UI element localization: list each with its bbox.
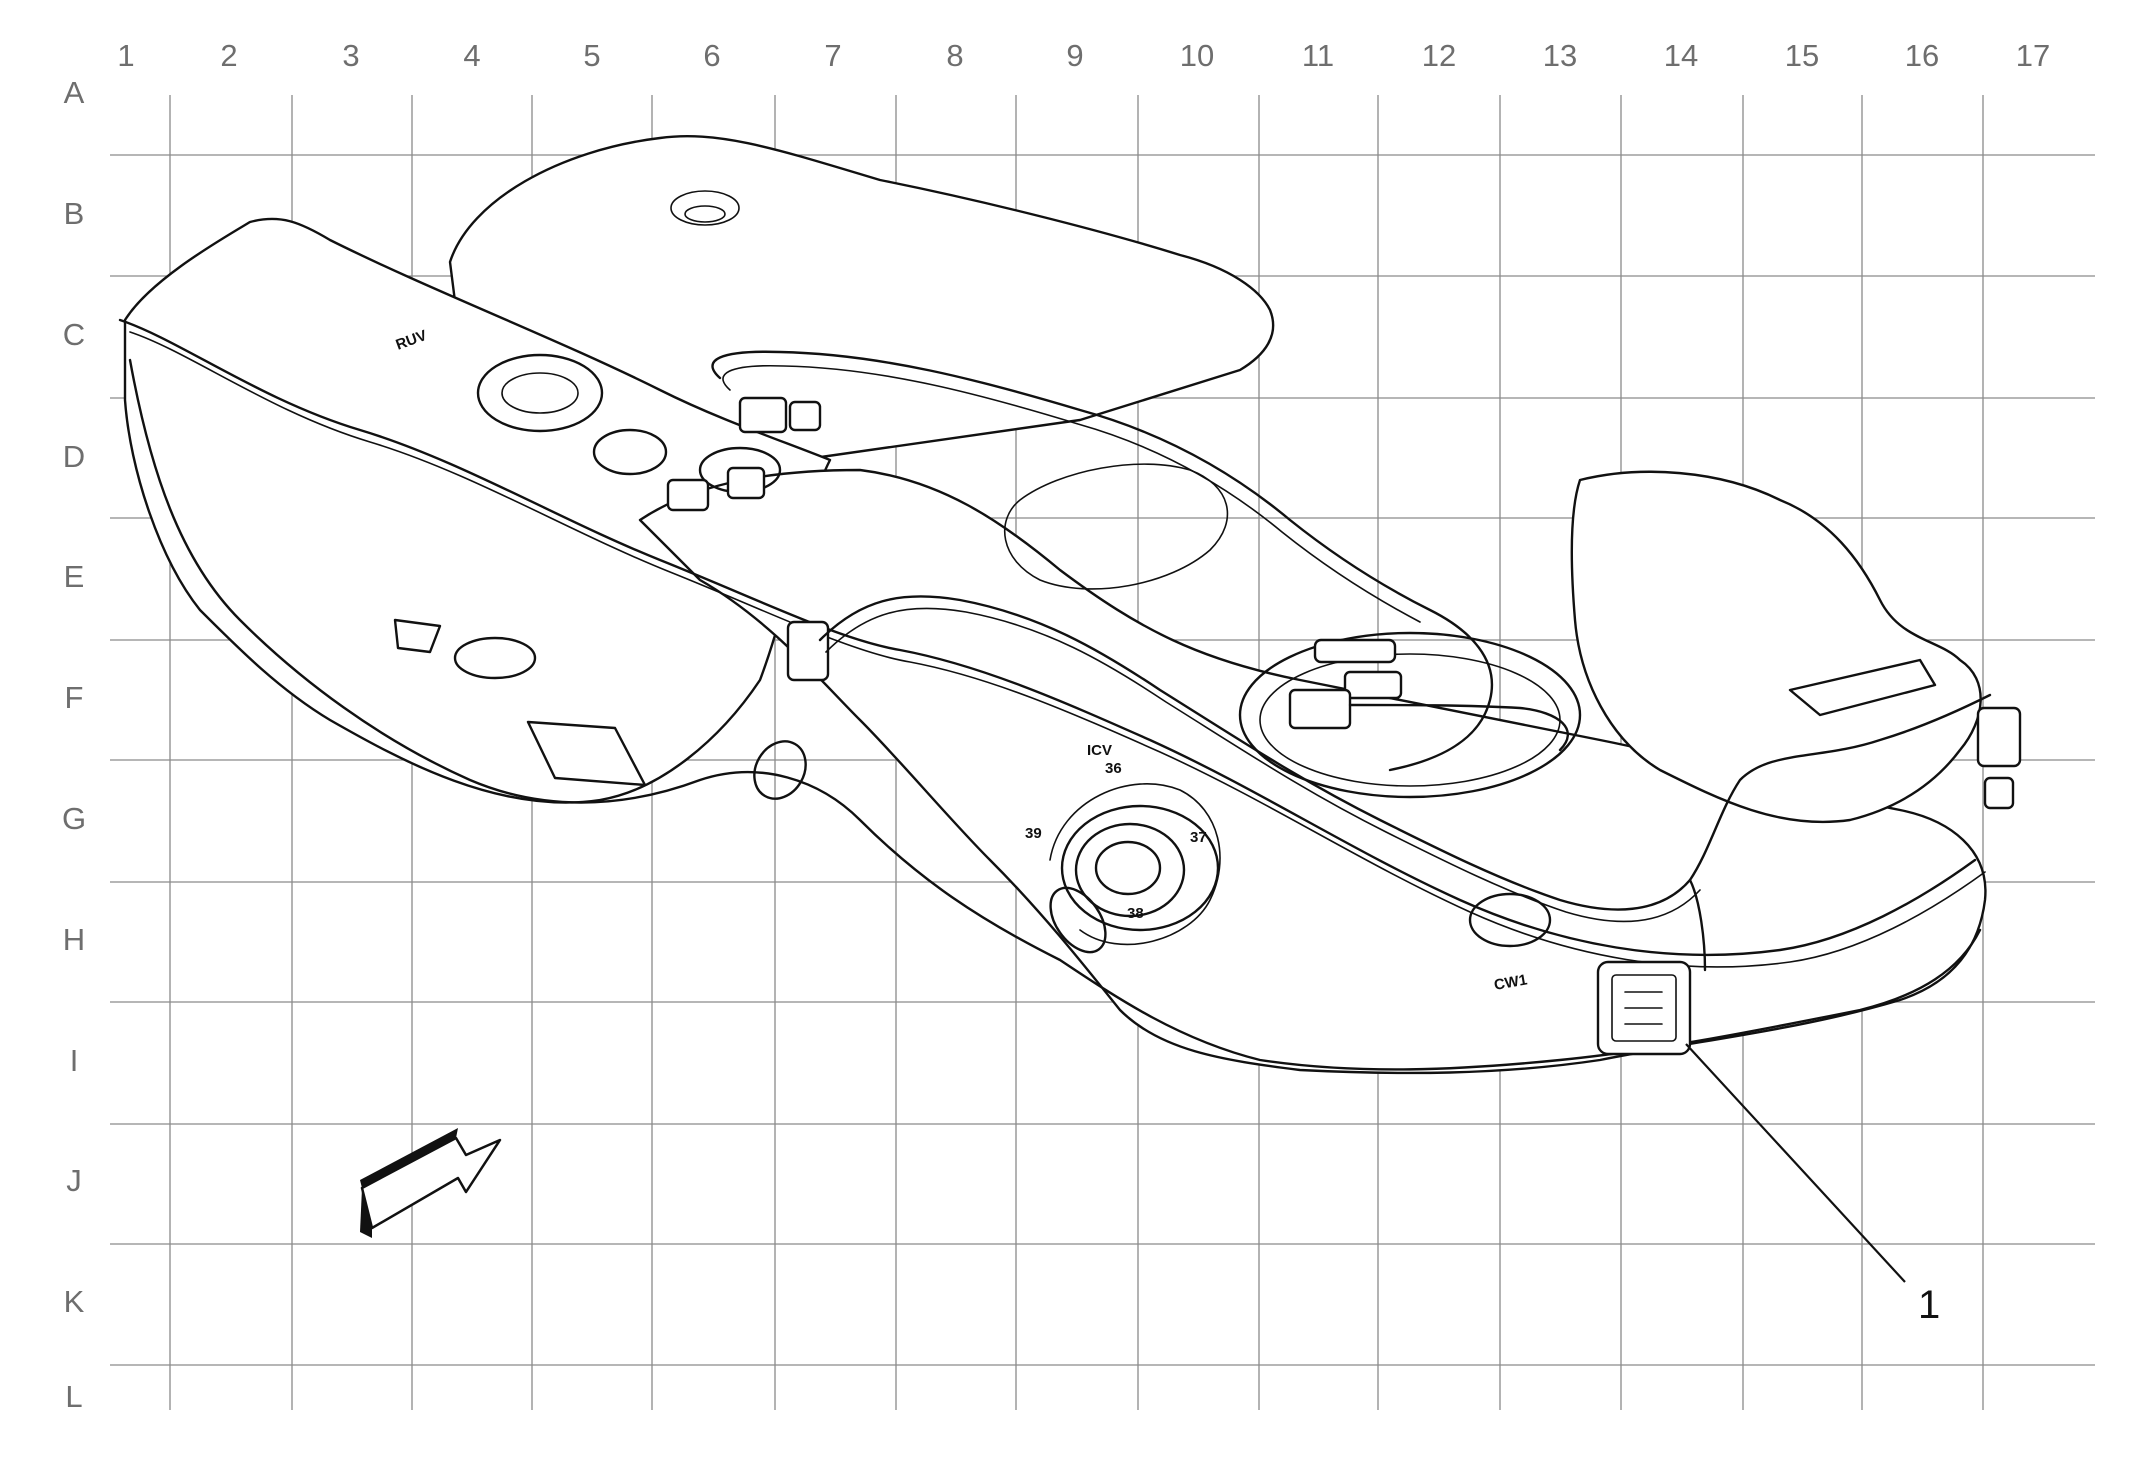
fuel-pump-connector-b bbox=[1343, 670, 1403, 700]
grid-row-label: L bbox=[65, 1379, 82, 1414]
icv-port-mid bbox=[1074, 822, 1186, 918]
row-labels: A B C D E F G H I J K L bbox=[62, 75, 86, 1414]
grid-row-label: H bbox=[63, 922, 85, 957]
callout-label-1: 1 bbox=[1918, 1283, 1940, 1327]
pump-recess bbox=[1004, 463, 1229, 590]
vent-valve-connector-d bbox=[788, 400, 822, 432]
fuel-pump-flange bbox=[1238, 631, 1582, 799]
vent-valve-connector-c bbox=[738, 396, 788, 434]
grid-column-label: 17 bbox=[2016, 38, 2050, 73]
vent-line-loop bbox=[711, 350, 1494, 772]
upper-port bbox=[670, 190, 740, 226]
grid-row-label: E bbox=[64, 559, 85, 594]
grid-row-label: J bbox=[66, 1163, 82, 1198]
icv-port-ring bbox=[1049, 783, 1221, 946]
left-bracket bbox=[393, 618, 442, 654]
grid-row-label: C bbox=[63, 317, 85, 352]
grid-row-label: A bbox=[64, 75, 85, 110]
right-cutout bbox=[1788, 658, 1937, 717]
grid-column-label: 5 bbox=[583, 38, 600, 73]
fuel-pump-connector-a bbox=[1313, 638, 1397, 664]
upper-port-inner bbox=[684, 205, 726, 223]
grid-column-label: 15 bbox=[1785, 38, 1819, 73]
vent-valve-connector-a bbox=[666, 478, 710, 512]
tank-right-end bbox=[1570, 470, 1982, 824]
right-end-connector-cap bbox=[1983, 776, 2015, 810]
grid-column-label: 14 bbox=[1664, 38, 1698, 73]
filler-port-large bbox=[476, 353, 604, 433]
tank-rim-band-inner bbox=[129, 331, 1986, 968]
icv-port-outer bbox=[1060, 804, 1220, 932]
right-end-connector bbox=[1976, 706, 2022, 768]
grid-column-label: 11 bbox=[1302, 38, 1334, 73]
grid-row-label: K bbox=[64, 1284, 85, 1319]
grid-row-label: G bbox=[62, 801, 86, 836]
grid-row-label: D bbox=[63, 439, 85, 474]
callout-leader-1 bbox=[1685, 1043, 1906, 1283]
grid-row-label: F bbox=[65, 680, 84, 715]
fuel-pump-line bbox=[1348, 703, 1569, 752]
engraving-icv-38: 38 bbox=[1127, 905, 1144, 922]
grid-column-label: 16 bbox=[1905, 38, 1939, 73]
wire-harness-inner bbox=[825, 607, 1701, 923]
fuel-tank bbox=[118, 135, 2022, 1075]
orientation-arrow bbox=[360, 1128, 502, 1238]
grid-column-label: 10 bbox=[1180, 38, 1214, 73]
connector-item-1 bbox=[1596, 960, 1692, 1056]
rim-connector-left bbox=[786, 620, 830, 682]
grid-column-label: 7 bbox=[824, 38, 841, 73]
left-side-pad bbox=[526, 720, 647, 787]
grid-column-label: 8 bbox=[946, 38, 963, 73]
vent-valve-connector-b bbox=[726, 466, 766, 500]
engraving-icv-39: 39 bbox=[1025, 825, 1042, 842]
grid-column-label: 4 bbox=[463, 38, 480, 73]
left-side-port bbox=[453, 636, 537, 680]
vent-line-loop-inner bbox=[722, 364, 1421, 623]
grid-column-label: 3 bbox=[342, 38, 359, 73]
grid-column-label: 1 bbox=[117, 38, 134, 73]
harness-drop bbox=[1688, 878, 1707, 972]
fuel-pump-connector-c bbox=[1288, 688, 1352, 730]
grid-column-label: 9 bbox=[1066, 38, 1083, 73]
tank-rim-band bbox=[118, 318, 1977, 957]
wire-harness bbox=[818, 595, 1992, 911]
filler-port-mid bbox=[592, 428, 668, 476]
lower-center-port bbox=[1049, 886, 1107, 954]
lower-right-port bbox=[1468, 892, 1552, 948]
engraving-icv-37: 37 bbox=[1190, 829, 1207, 846]
grid-column-label: 2 bbox=[220, 38, 237, 73]
grid-column-label: 13 bbox=[1543, 38, 1577, 73]
icv-port-inner bbox=[1094, 840, 1162, 896]
filler-port-large-inner bbox=[501, 372, 579, 414]
grid-row-label: I bbox=[70, 1043, 79, 1078]
grid-row-label: B bbox=[64, 196, 85, 231]
engraving-icv: ICV bbox=[1087, 742, 1112, 759]
left-lower-port bbox=[753, 740, 807, 800]
engraving-cw1: CW1 bbox=[1493, 971, 1529, 994]
grid-column-label: 6 bbox=[703, 38, 720, 73]
grid-column-label: 12 bbox=[1422, 38, 1456, 73]
engraving-icv-36: 36 bbox=[1105, 760, 1122, 777]
